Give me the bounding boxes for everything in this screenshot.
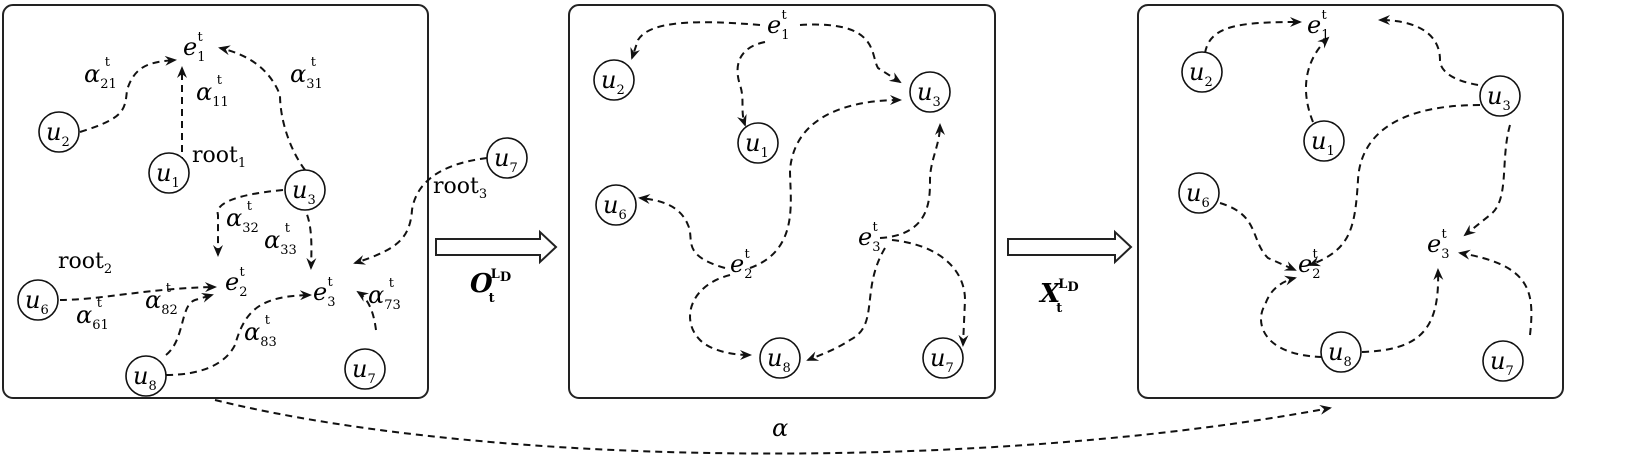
node-u1: u1 — [148, 152, 190, 194]
transform-arrow-o — [435, 229, 558, 265]
panel1-nodes: u2 u1 u3 u6 u8 u7 u7 — [17, 111, 528, 397]
node-u8: u8 — [759, 337, 801, 379]
node-u3: u3 — [909, 71, 951, 113]
alpha-curve — [214, 399, 1332, 455]
panel1-events: e1t e2t e3t — [183, 30, 335, 310]
weight-a73: α73t — [368, 276, 401, 313]
node-u6: u6 — [17, 279, 59, 321]
svg-text:u6: u6 — [603, 191, 627, 223]
svg-text:u1: u1 — [156, 159, 180, 191]
node-u7: u7 — [922, 337, 964, 379]
weight-a82: α82t — [145, 281, 178, 318]
svg-text:u2: u2 — [1189, 58, 1213, 90]
svg-text:u7: u7 — [1490, 347, 1514, 379]
event-e2: e2t — [225, 265, 247, 300]
event-e2: e2t — [1298, 247, 1320, 282]
operator-o-label: OtLD — [470, 267, 511, 306]
weight-a33: α33t — [264, 221, 297, 258]
weight-a21: α21t — [84, 55, 117, 92]
svg-text:u7: u7 — [352, 355, 376, 387]
event-e3: e3t — [858, 220, 880, 255]
svg-text:u6: u6 — [1186, 179, 1210, 211]
event-e3: e3t — [1427, 227, 1449, 262]
panel3-nodes: u2 u3 u1 u6 u8 u7 — [1178, 51, 1524, 382]
panel2-events: e1t e2t e3t — [730, 8, 880, 282]
root-2: root2 — [58, 249, 112, 277]
svg-text:u2: u2 — [46, 118, 70, 150]
node-u6: u6 — [595, 184, 637, 226]
node-u3: u3 — [1479, 75, 1521, 117]
panel-propagation — [568, 4, 996, 399]
node-u8: u8 — [1320, 331, 1362, 373]
svg-text:u8: u8 — [133, 362, 157, 394]
node-u6: u6 — [1178, 172, 1220, 214]
panel3-events: e1t e2t e3t — [1298, 8, 1449, 282]
panel-output — [1137, 4, 1564, 399]
alpha-label: α — [772, 414, 788, 442]
root-1: root1 — [192, 143, 246, 171]
svg-text:u3: u3 — [1487, 82, 1511, 114]
node-u7: u7 — [1482, 340, 1524, 382]
svg-text:u1: u1 — [1311, 127, 1335, 159]
node-u7: u7 — [344, 348, 386, 390]
panel1-edges — [59, 45, 488, 376]
svg-text:u1: u1 — [745, 129, 769, 161]
node-u8: u8 — [125, 355, 167, 397]
node-u2: u2 — [1181, 51, 1223, 93]
node-u7-external: u7 — [486, 137, 528, 179]
node-u2: u2 — [593, 59, 635, 101]
svg-text:u3: u3 — [917, 78, 941, 110]
svg-text:u3: u3 — [292, 176, 316, 208]
node-u3: u3 — [284, 169, 326, 211]
panel-input — [2, 4, 429, 399]
node-u1: u1 — [737, 122, 779, 164]
event-e1: e1t — [1307, 8, 1329, 43]
operator-x-label: XtLD — [1038, 277, 1079, 316]
weight-a83: α83t — [244, 313, 277, 350]
event-e3: e3t — [313, 275, 335, 310]
svg-text:u8: u8 — [767, 344, 791, 376]
node-u2: u2 — [38, 111, 80, 153]
node-u1: u1 — [1303, 120, 1345, 162]
panel1-roots: root1 root2 root3 — [58, 143, 487, 277]
panel2-edges — [630, 21, 969, 361]
event-e2: e2t — [730, 247, 752, 282]
event-e1: e1t — [767, 8, 789, 43]
panel1-weights: α21t α11t α31t α32t α33t α61t α82t α83t … — [76, 55, 401, 350]
weight-a11: α11t — [196, 73, 229, 110]
root-3: root3 — [433, 174, 487, 202]
weight-a61: α61t — [76, 296, 109, 333]
svg-text:u8: u8 — [1328, 338, 1352, 370]
transform-arrow-x — [1007, 229, 1133, 265]
svg-text:u7: u7 — [494, 144, 518, 176]
weight-a31: α31t — [290, 55, 323, 92]
weight-a32: α32t — [226, 199, 259, 236]
panel3-edges — [1204, 15, 1533, 358]
svg-text:u2: u2 — [601, 66, 625, 98]
panel2-nodes: u2 u3 u1 u6 u8 u7 — [593, 59, 964, 379]
svg-text:u7: u7 — [930, 344, 954, 376]
event-e1: e1t — [183, 30, 205, 65]
svg-text:u6: u6 — [25, 286, 49, 318]
